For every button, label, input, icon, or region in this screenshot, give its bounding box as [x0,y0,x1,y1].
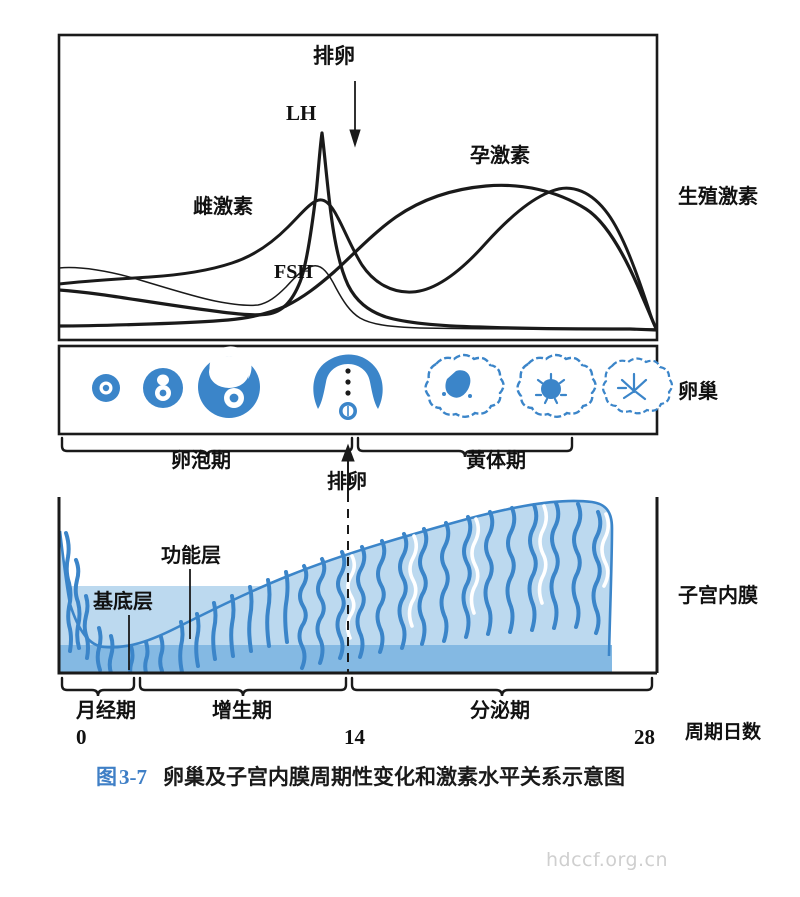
endometrium-phase-label-menstrual: 月经期 [76,698,136,722]
endometrium-phase-label-secretory: 分泌期 [470,698,530,722]
stage-corpus-albicans [601,357,674,415]
endometrium-panel [57,493,659,675]
ovulation-arrow-top [349,81,361,148]
caption-text: 卵巢及子宫内膜周期性变化和激素水平关系示意图 [163,765,625,789]
watermark: hdccf.org.cn [546,849,669,871]
curve-label-fsh: FSH [274,261,313,283]
caption-number: 3-7 [119,765,147,789]
side-label-cycle-days: 周期日数 [685,721,762,743]
curve-estrogen [59,186,657,332]
endometrium-phase-brackets [60,676,654,697]
ovary-phase-label-luteal: 黄体期 [466,448,526,472]
ovulation-arrow-mid [341,443,355,493]
stage-ruptured-follicle [424,353,505,418]
stage-secondary-follicle [198,346,260,418]
stage-mature-graafian-follicle [313,354,383,420]
endometrium-leader-lines [128,569,191,670]
endometrium-phase-label-proliferative: 增生期 [212,698,272,722]
endometrium-functional-layer-label: 功能层 [161,543,221,567]
axis-tick-14: 14 [344,725,365,749]
axis-tick-0: 0 [76,725,87,749]
stage-primordial-follicle [92,374,120,402]
endometrium-glands [64,501,603,673]
curve-progesterone [59,183,657,332]
curve-label-progesterone: 孕激素 [470,143,530,167]
stage-corpus-luteum [516,353,597,418]
figure-caption: 图3-7 卵巢及子宫内膜周期性变化和激素水平关系示意图 [96,767,625,788]
endometrium-basal-layer-label: 基底层 [93,589,153,613]
hormone-ovulation-label: 排卵 [313,44,355,68]
hormone-panel-frame [57,33,659,342]
ovary-phase-label-follicular: 卵泡期 [171,448,231,472]
side-label-ovary: 卵巢 [678,379,718,403]
side-label-endometrium: 子宫内膜 [678,583,758,607]
curve-label-lh: LH [286,101,317,125]
caption-prefix: 图 [96,765,117,789]
curve-fsh [59,265,657,330]
curve-lh [59,131,657,332]
axis-tick-28: 28 [634,725,655,749]
side-label-hormones: 生殖激素 [678,184,758,208]
stage-primary-follicle [143,368,183,408]
ovary-ovulation-label: 排卵 [327,469,367,493]
ovary-stages [92,346,674,420]
curve-label-estrogen: 雌激素 [193,194,253,218]
